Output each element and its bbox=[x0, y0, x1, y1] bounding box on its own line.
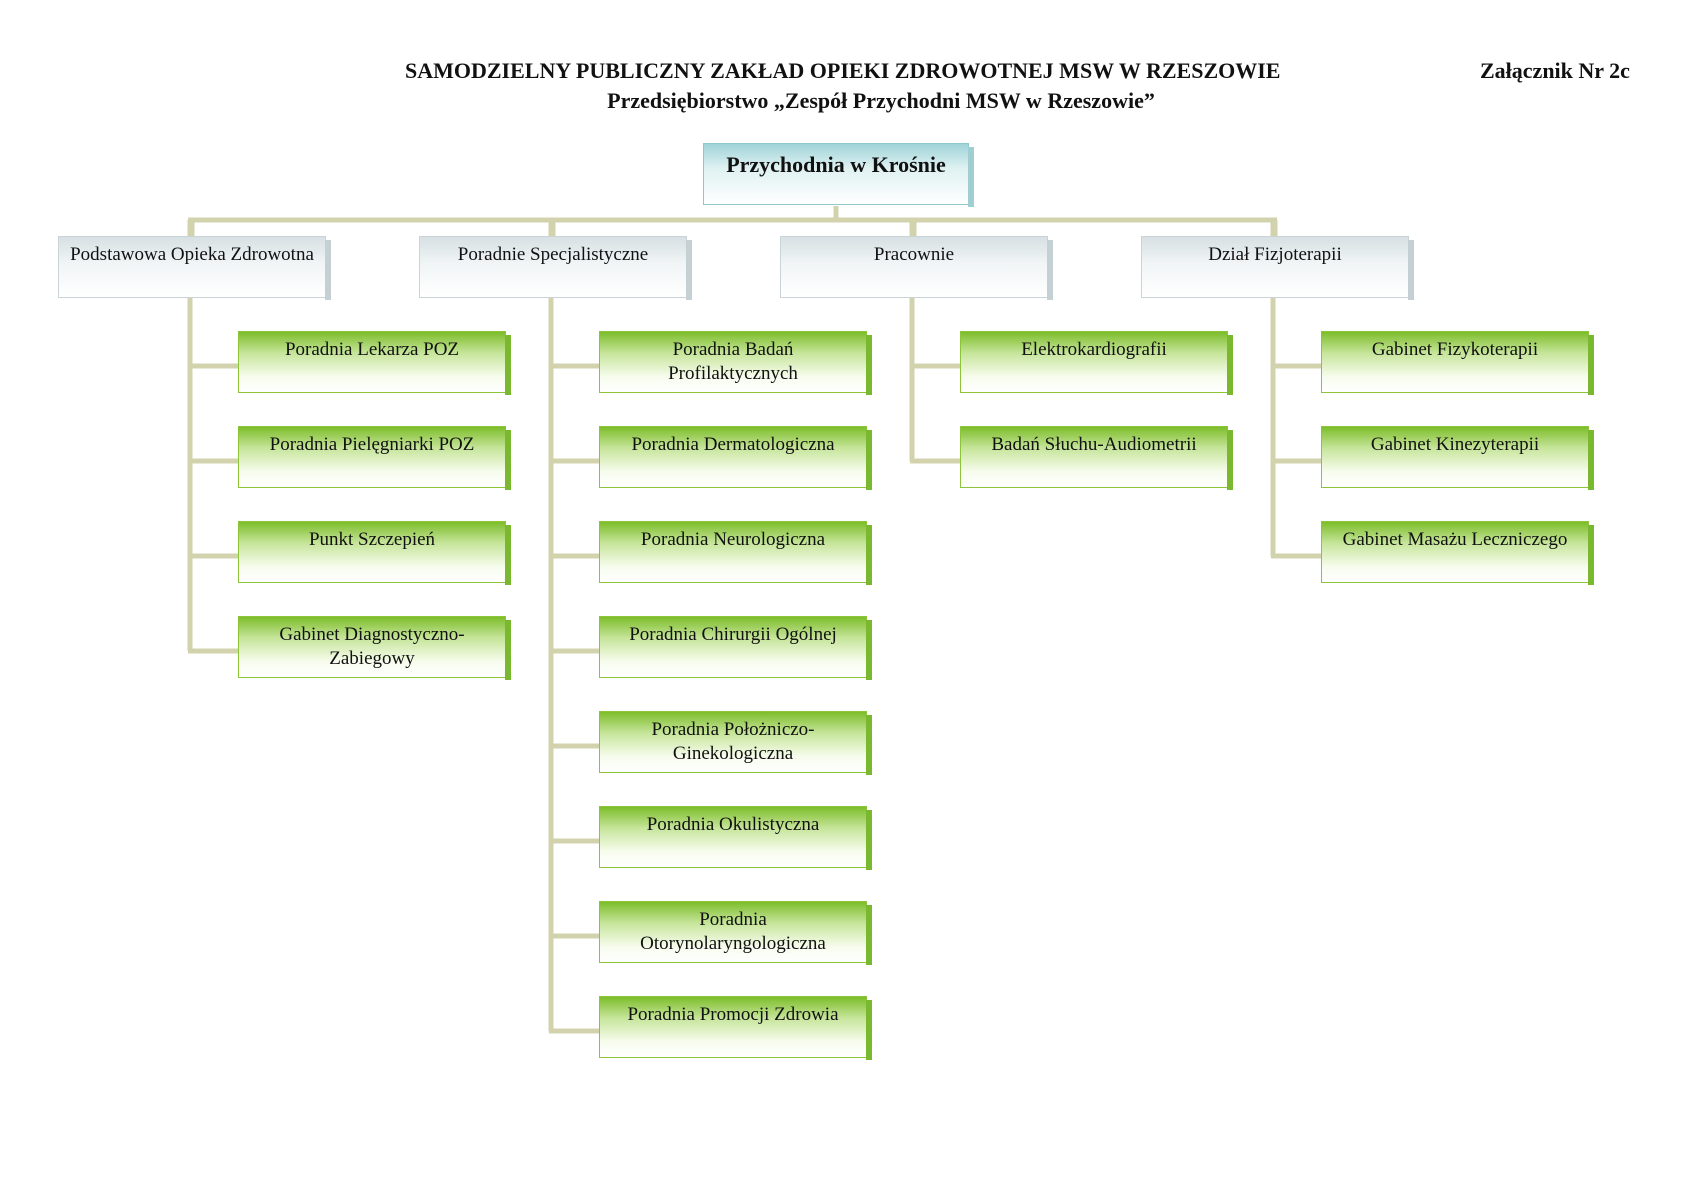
department-node: Pracownie bbox=[780, 236, 1053, 300]
unit-node: Gabinet Fizykoterapii bbox=[1321, 331, 1594, 395]
annex-label: Załącznik Nr 2c bbox=[1480, 58, 1630, 83]
department-node: Podstawowa Opieka Zdrowotna bbox=[58, 236, 331, 300]
unit-node: Punkt Szczepień bbox=[238, 521, 511, 585]
unit-node: Poradnia Położniczo- Ginekologiczna bbox=[599, 711, 872, 775]
unit-label: Profilaktycznych bbox=[668, 363, 798, 384]
department-label: Podstawowa Opieka Zdrowotna bbox=[70, 244, 314, 265]
unit-label: Poradnia Promocji Zdrowia bbox=[627, 1004, 839, 1025]
unit-label: Zabiegowy bbox=[329, 648, 415, 669]
department-label: Pracownie bbox=[873, 244, 955, 265]
page-title: SAMODZIELNY PUBLICZNY ZAKŁAD OPIEKI ZDRO… bbox=[405, 58, 1281, 83]
unit-node: Poradnia Neurologiczna bbox=[599, 521, 872, 585]
root-node: Przychodnia w Krośnie bbox=[703, 143, 974, 207]
unit-node: Poradnia Okulistyczna bbox=[599, 806, 872, 870]
unit-node: Poradnia Pielęgniarki POZ bbox=[238, 426, 511, 490]
unit-label: Gabinet Masażu Leczniczego bbox=[1342, 529, 1568, 550]
unit-node: Gabinet Masażu Leczniczego bbox=[1321, 521, 1594, 585]
unit-label: Poradnia Pielęgniarki POZ bbox=[269, 434, 475, 455]
unit-label: Poradnia Lekarza POZ bbox=[284, 339, 460, 360]
unit-label: Poradnia Neurologiczna bbox=[640, 529, 826, 550]
page-subtitle: Przedsiębiorstwo „Zespół Przychodni MSW … bbox=[607, 88, 1155, 113]
unit-label: Gabinet Kinezyterapii bbox=[1370, 434, 1540, 455]
unit-node: Gabinet Kinezyterapii bbox=[1321, 426, 1594, 490]
unit-label: Ginekologiczna bbox=[672, 743, 794, 764]
unit-label: Gabinet Fizykoterapii bbox=[1371, 339, 1539, 360]
unit-node: Badań Słuchu-Audiometrii bbox=[960, 426, 1233, 490]
department-node: Poradnie Specjalistyczne bbox=[419, 236, 692, 300]
unit-node: Gabinet Diagnostyczno- Zabiegowy bbox=[238, 616, 511, 680]
unit-node: Poradnia Dermatologiczna bbox=[599, 426, 872, 490]
unit-label: Poradnia Położniczo- bbox=[651, 719, 815, 740]
unit-label: Punkt Szczepień bbox=[308, 529, 436, 550]
unit-label: Poradnia Okulistyczna bbox=[646, 814, 820, 835]
unit-node: Elektrokardiografii bbox=[960, 331, 1233, 395]
unit-node: Poradnia Chirurgii Ogólnej bbox=[599, 616, 872, 680]
department-label: Dział Fizjoterapii bbox=[1208, 244, 1342, 265]
unit-label: Badań Słuchu-Audiometrii bbox=[991, 434, 1197, 455]
department-node: Dział Fizjoterapii bbox=[1141, 236, 1414, 300]
unit-label: Poradnia Badań bbox=[672, 339, 794, 360]
unit-label: Elektrokardiografii bbox=[1021, 339, 1167, 360]
root-label: Przychodnia w Krośnie bbox=[726, 152, 946, 177]
unit-label: Poradnia bbox=[699, 909, 767, 930]
department-label: Poradnie Specjalistyczne bbox=[457, 244, 649, 265]
unit-label: Otorynolaryngologiczna bbox=[640, 933, 826, 954]
unit-label: Gabinet Diagnostyczno- bbox=[279, 624, 465, 645]
unit-node: Poradnia Promocji Zdrowia bbox=[599, 996, 872, 1060]
unit-label: Poradnia Chirurgii Ogólnej bbox=[629, 624, 837, 645]
unit-label: Poradnia Dermatologiczna bbox=[631, 434, 835, 455]
unit-node: Poradnia Lekarza POZ bbox=[238, 331, 511, 395]
